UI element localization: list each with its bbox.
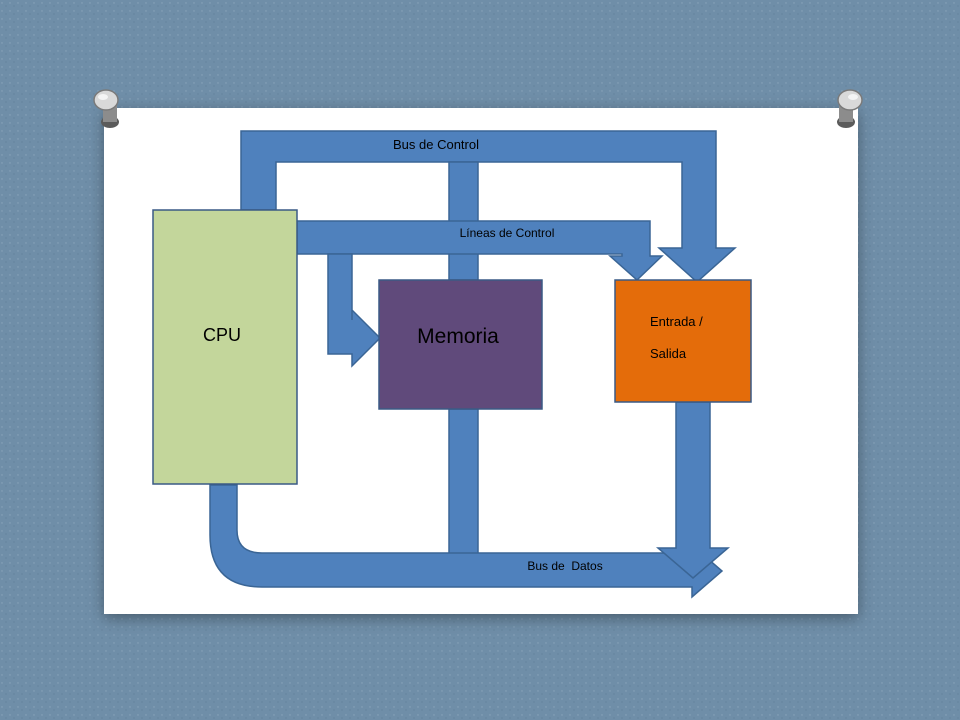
memoria-label: Memoria [417,325,499,348]
bus-datos-arrow [209,484,724,599]
entrada-salida-block [614,279,752,403]
bus-control-arrow [240,130,737,284]
cpu-label: CPU [203,325,241,345]
entrada-label: Entrada / [650,314,703,329]
lineas-control-label: Líneas de Control [460,226,555,240]
pin-icon [837,89,863,128]
bus-datos-label: Bus de Datos [527,559,602,573]
cpu-to-memory-arrow [327,253,382,368]
cpu-block [152,209,298,485]
salida-label: Salida [650,346,687,361]
memory-data-connector [448,408,479,560]
bus-control-label: Bus de Control [393,137,479,152]
pin-icon [93,89,119,128]
lineas-control-arrow [296,220,664,282]
io-to-data-arrow [655,401,731,579]
memoria-block [378,279,543,410]
